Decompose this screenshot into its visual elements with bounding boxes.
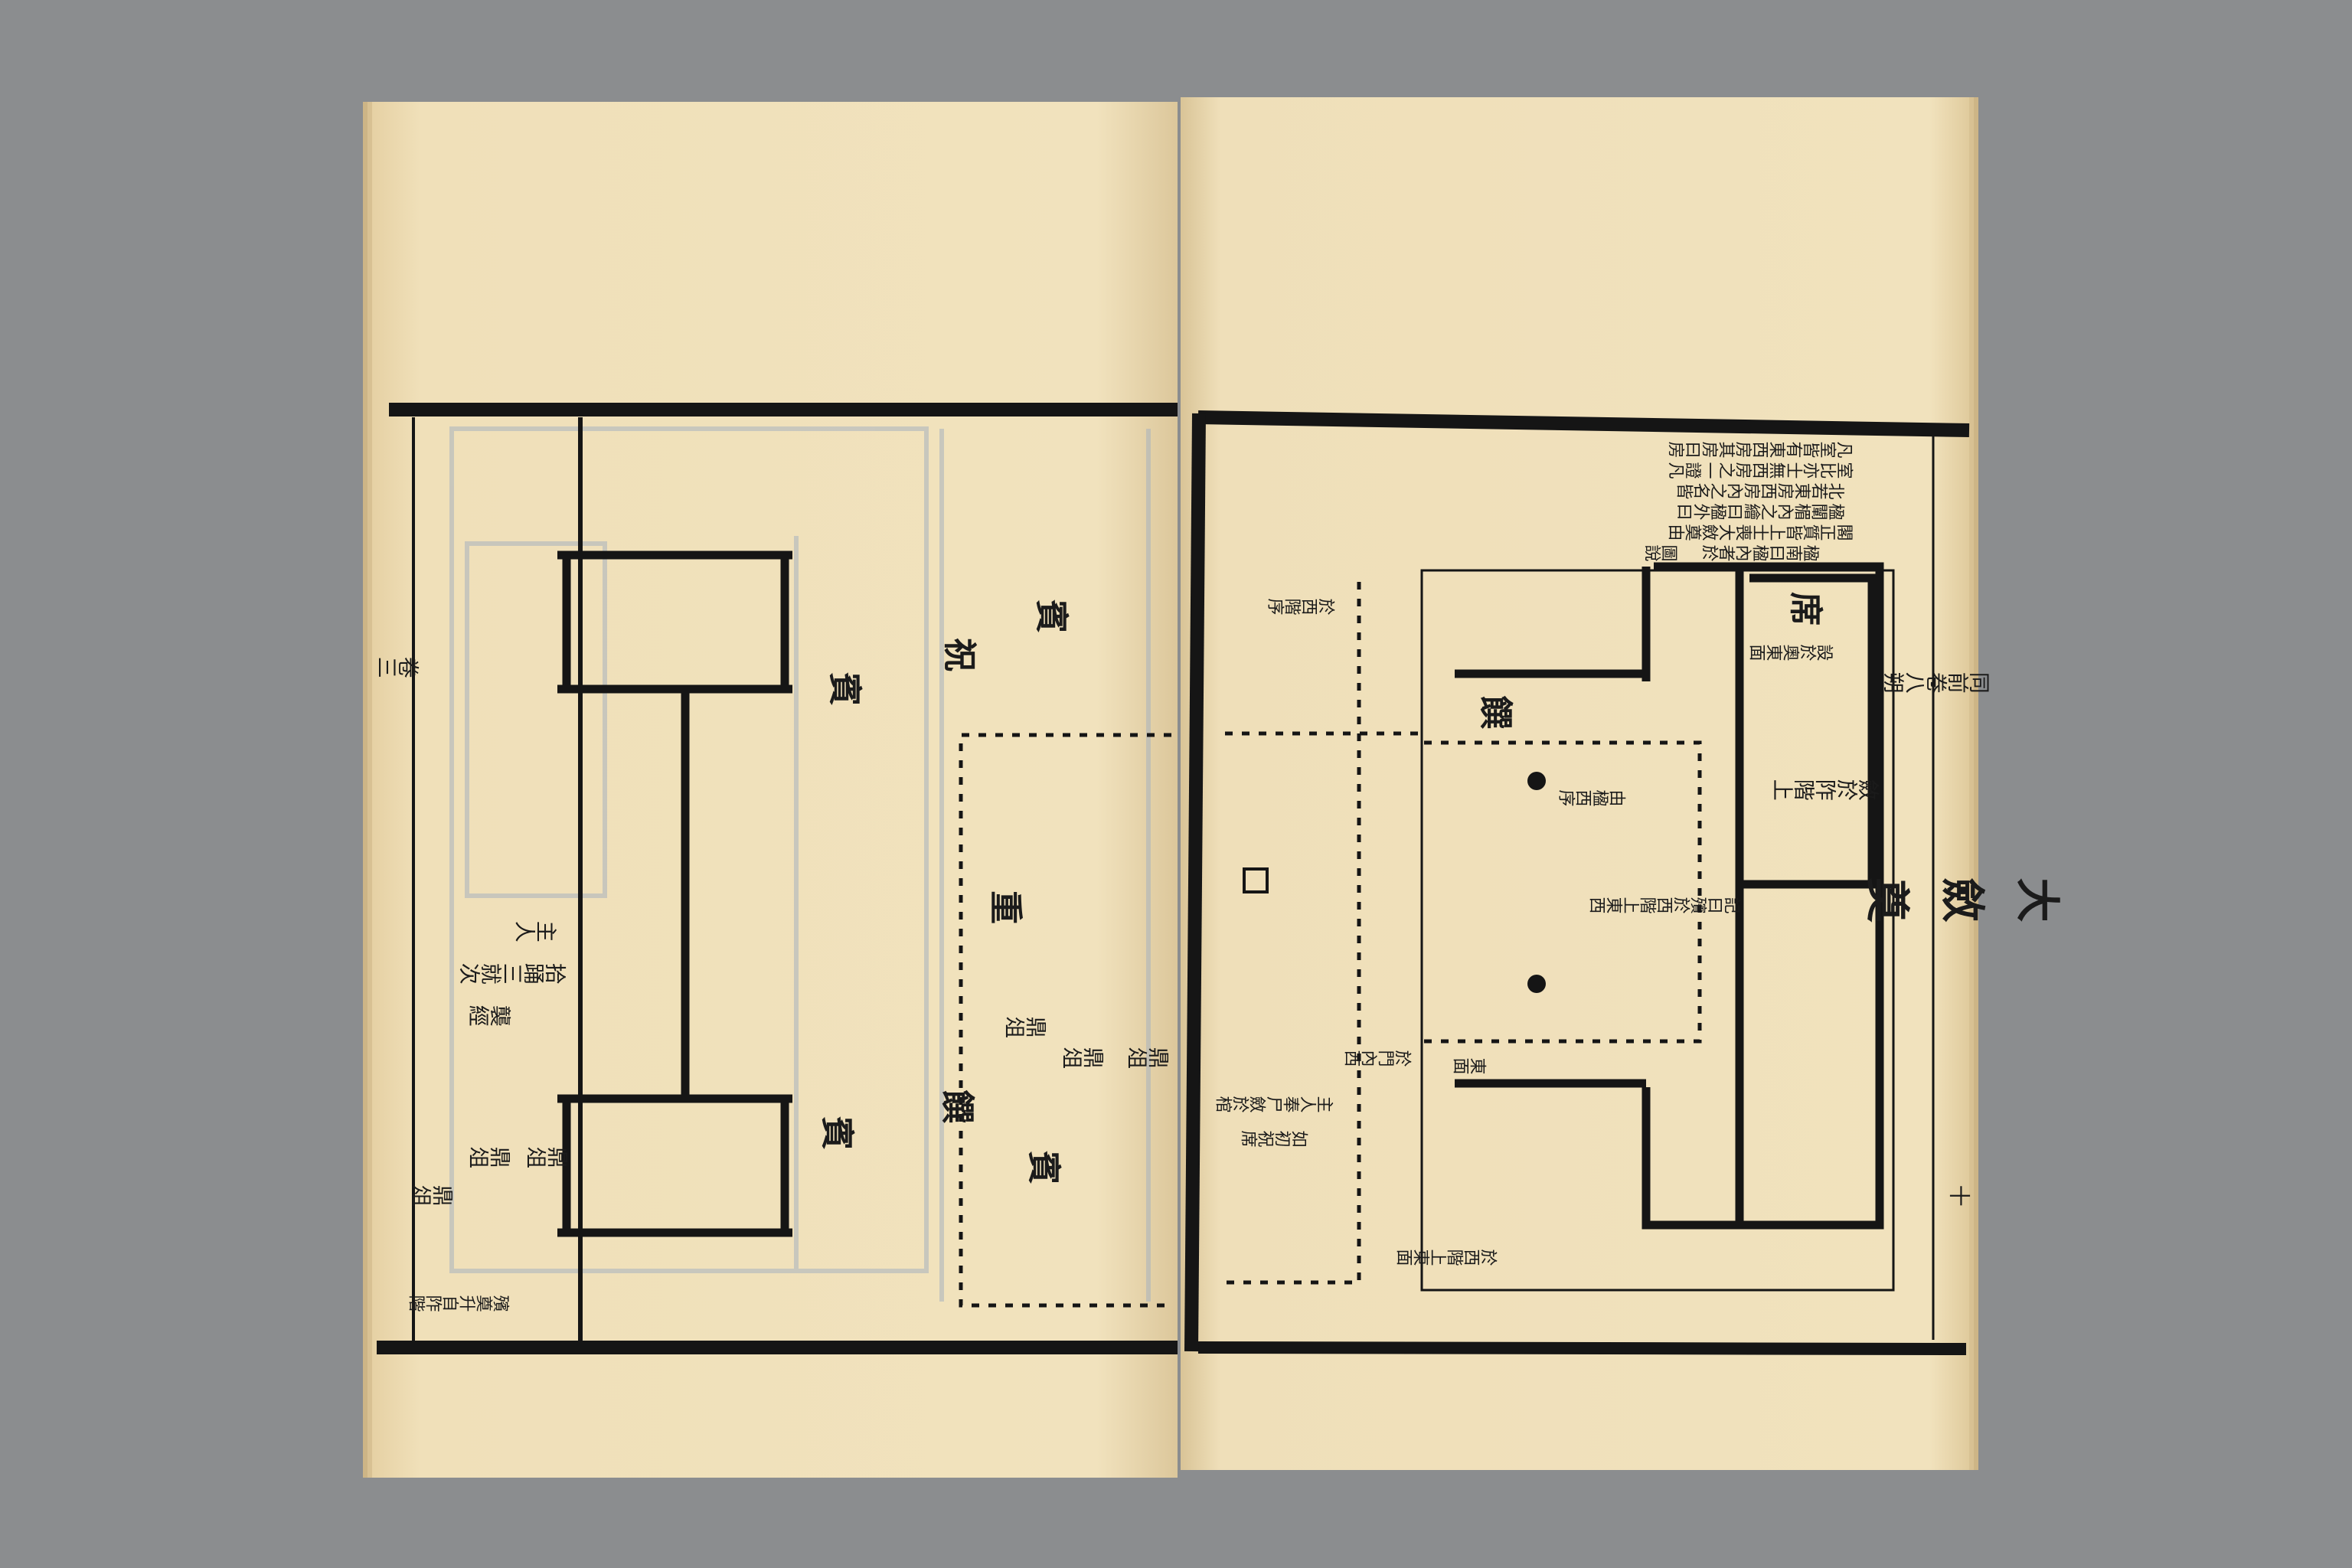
label-tripod: 鼎俎	[469, 1143, 511, 1169]
left-dashed-enclosure	[959, 733, 1171, 1308]
right-page-frame	[1184, 410, 1970, 1355]
label-mat: 席	[1790, 586, 1824, 626]
label-tripod: 鼎俎	[1127, 1044, 1170, 1070]
label-guest-low: 賓	[822, 1110, 855, 1150]
label-mat-note: 設於奧東面	[1749, 641, 1834, 661]
pillar-east-marker	[1527, 772, 1546, 790]
vessel-marker	[1243, 867, 1269, 893]
label-weight: 重	[990, 884, 1024, 924]
label-coffin-note: 記曰殯於西階上東西	[1589, 893, 1741, 913]
left-page	[372, 102, 1178, 1478]
diagram-title: 大斂奠	[1836, 870, 2061, 923]
label-tripod: 鼎俎	[411, 1181, 454, 1207]
label-tripod: 鼎俎	[1062, 1044, 1105, 1070]
label-guest-mid: 賓	[829, 666, 863, 706]
page-mark: 十	[1949, 1181, 1971, 1207]
label-mourner-note: 拾踊三就次	[459, 959, 567, 985]
label-bottom-note: 於西階上東面	[1396, 1246, 1498, 1266]
label-invoker: 祝	[944, 632, 978, 671]
note-column: 閣正質皆上士喪大斂奠由	[1668, 521, 1854, 541]
label-corpse-area: 斂於阼階上	[1772, 776, 1880, 802]
left-page-walls	[557, 550, 792, 1237]
left-page-frame	[377, 403, 1178, 1354]
label-door-note: 於門內西	[1344, 1047, 1412, 1067]
right-page-walls	[1455, 562, 1884, 1230]
label-guest-top: 賓	[1036, 593, 1070, 633]
show-through-lines	[449, 426, 1151, 1302]
note-tail: 圖說	[1645, 541, 1678, 561]
label-tripod: 鼎俎	[1004, 1013, 1047, 1039]
margin-label: 卷三	[377, 653, 420, 679]
note-column: 室比亦士無西房之一證凡	[1668, 459, 1854, 479]
label-west-note: 於西階序	[1268, 595, 1335, 615]
pillar-west-marker	[1527, 975, 1546, 993]
label-guest-lower-right: 賓	[1028, 1145, 1062, 1184]
right-page	[1181, 97, 1969, 1470]
label-dish: 饌	[1480, 689, 1514, 729]
note-column: 凡室皆有東西房其房曰房	[1668, 438, 1854, 458]
note-column: 楹南曰楹內者於	[1702, 541, 1820, 561]
label-bottom-note: 殯奠升自阼階	[409, 1292, 510, 1312]
label-lower-note2: 如初祝席	[1241, 1127, 1308, 1147]
note-column: 楹闡楣內之繪曰楹外曰	[1677, 500, 1845, 520]
label-chief-mourner: 主人	[514, 917, 557, 943]
label-lower-note1: 主人奉尸斂於棺	[1216, 1093, 1334, 1112]
label-east-note: 東面	[1453, 1054, 1487, 1074]
right-dashed-areas	[1217, 582, 1702, 1285]
label-tripod: 鼎俎	[526, 1143, 569, 1169]
section-header: 同前卷八朔	[1883, 668, 1991, 694]
label-offering: 饌	[942, 1083, 975, 1123]
label-chief-note2: 襲經	[469, 1001, 511, 1027]
label-inner-note: 由楹西序	[1559, 786, 1626, 806]
note-column: 北若東房西房內之名皆	[1677, 479, 1845, 499]
